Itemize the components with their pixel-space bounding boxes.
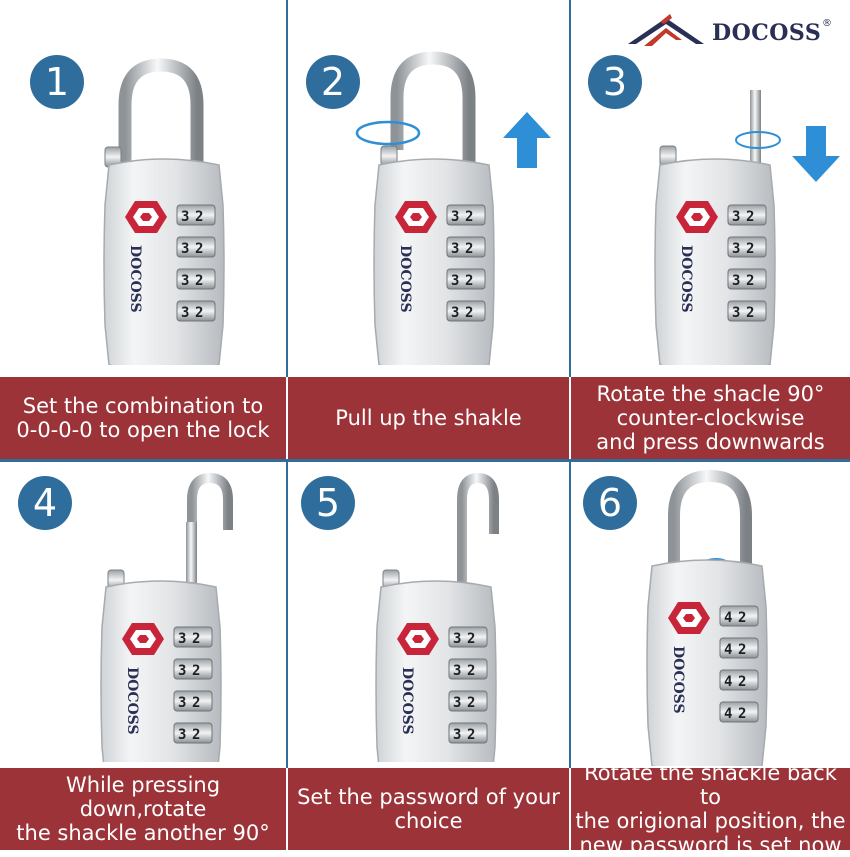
- svg-text:2: 2: [195, 273, 203, 289]
- svg-text:3: 3: [178, 631, 186, 647]
- svg-text:2: 2: [746, 305, 754, 321]
- brand-reg-mark: ®: [822, 18, 832, 29]
- step-6-number-icon: 6: [583, 476, 637, 530]
- svg-text:2: 2: [738, 642, 746, 658]
- step-4-caption: While pressing down,rotate the shackle a…: [16, 773, 270, 845]
- svg-text:2: 2: [192, 727, 200, 743]
- step-1-number-icon: 1: [30, 55, 84, 109]
- svg-text:3: 3: [453, 695, 461, 711]
- svg-text:DOCOSS: DOCOSS: [124, 667, 140, 735]
- svg-text:3: 3: [453, 631, 461, 647]
- svg-text:4: 4: [724, 674, 732, 690]
- svg-text:2: 2: [467, 631, 475, 647]
- caption-band-top: [0, 377, 850, 459]
- step-5-number-icon: 5: [301, 476, 355, 530]
- svg-text:4: 4: [724, 642, 732, 658]
- svg-text:3: 3: [732, 241, 740, 257]
- svg-text:3: 3: [451, 273, 459, 289]
- svg-text:3: 3: [732, 209, 740, 225]
- svg-text:3: 3: [178, 695, 186, 711]
- svg-text:2: 2: [746, 241, 754, 257]
- step-5-caption: Set the password of your choice: [297, 785, 560, 833]
- svg-text:3: 3: [181, 241, 189, 257]
- brand-name: DOCOSS: [712, 20, 822, 46]
- brand-roof-logo-icon: [628, 14, 704, 46]
- svg-text:3: 3: [181, 209, 189, 225]
- band-divider-bottom-right: [569, 768, 571, 850]
- band-divider-bottom-left: [286, 768, 288, 850]
- step-2-number-icon: 2: [306, 55, 360, 109]
- svg-text:2: 2: [746, 273, 754, 289]
- svg-text:3: 3: [453, 663, 461, 679]
- svg-text:DOCOSS: DOCOSS: [397, 245, 413, 313]
- svg-text:2: 2: [195, 241, 203, 257]
- step-6-caption: Rotate the shackle back to the origional…: [575, 761, 846, 857]
- svg-text:2: 2: [465, 273, 473, 289]
- step-3-caption: Rotate the shacle 90° counter-clockwise …: [596, 382, 825, 454]
- svg-text:4: 4: [724, 706, 732, 722]
- svg-text:3: 3: [453, 727, 461, 743]
- svg-text:DOCOSS: DOCOSS: [670, 646, 686, 714]
- down-arrow-icon: [792, 126, 840, 182]
- svg-text:2: 2: [192, 695, 200, 711]
- step-4-number-icon: 4: [18, 476, 72, 530]
- svg-text:DOCOSS: DOCOSS: [678, 245, 694, 313]
- svg-text:3: 3: [451, 209, 459, 225]
- svg-text:4: 4: [724, 610, 732, 626]
- lock-logo-text: DOCOSS: [127, 245, 143, 313]
- svg-text:2: 2: [465, 209, 473, 225]
- svg-text:3: 3: [178, 727, 186, 743]
- svg-text:2: 2: [738, 674, 746, 690]
- rotate-ring-icon: [735, 131, 781, 149]
- up-arrow-icon: [503, 112, 551, 168]
- step-2-caption: Pull up the shakle: [335, 406, 522, 430]
- step-1-caption: Set the combination to 0-0-0-0 to open t…: [16, 394, 270, 442]
- step-3-number-icon: 3: [588, 55, 642, 109]
- svg-text:3: 3: [732, 305, 740, 321]
- svg-text:3: 3: [732, 273, 740, 289]
- brand-logo: DOCOSS ®: [626, 10, 836, 50]
- caption-band-bottom: [0, 768, 850, 850]
- svg-text:2: 2: [467, 663, 475, 679]
- svg-text:2: 2: [195, 209, 203, 225]
- svg-text:2: 2: [465, 305, 473, 321]
- svg-text:2: 2: [467, 727, 475, 743]
- svg-text:3: 3: [178, 663, 186, 679]
- svg-text:DOCOSS: DOCOSS: [399, 667, 415, 735]
- svg-text:2: 2: [467, 695, 475, 711]
- svg-text:3: 3: [451, 305, 459, 321]
- band-divider-top-left: [286, 377, 288, 459]
- svg-text:2: 2: [738, 610, 746, 626]
- svg-text:2: 2: [738, 706, 746, 722]
- band-divider-top-right: [569, 377, 571, 459]
- svg-text:3: 3: [181, 273, 189, 289]
- grid-divider-middle: [0, 459, 850, 462]
- svg-text:2: 2: [195, 305, 203, 321]
- svg-text:2: 2: [192, 631, 200, 647]
- rotate-ring-icon: [355, 120, 421, 146]
- svg-text:3: 3: [181, 305, 189, 321]
- svg-text:2: 2: [746, 209, 754, 225]
- svg-text:2: 2: [192, 663, 200, 679]
- svg-text:2: 2: [465, 241, 473, 257]
- svg-text:3: 3: [451, 241, 459, 257]
